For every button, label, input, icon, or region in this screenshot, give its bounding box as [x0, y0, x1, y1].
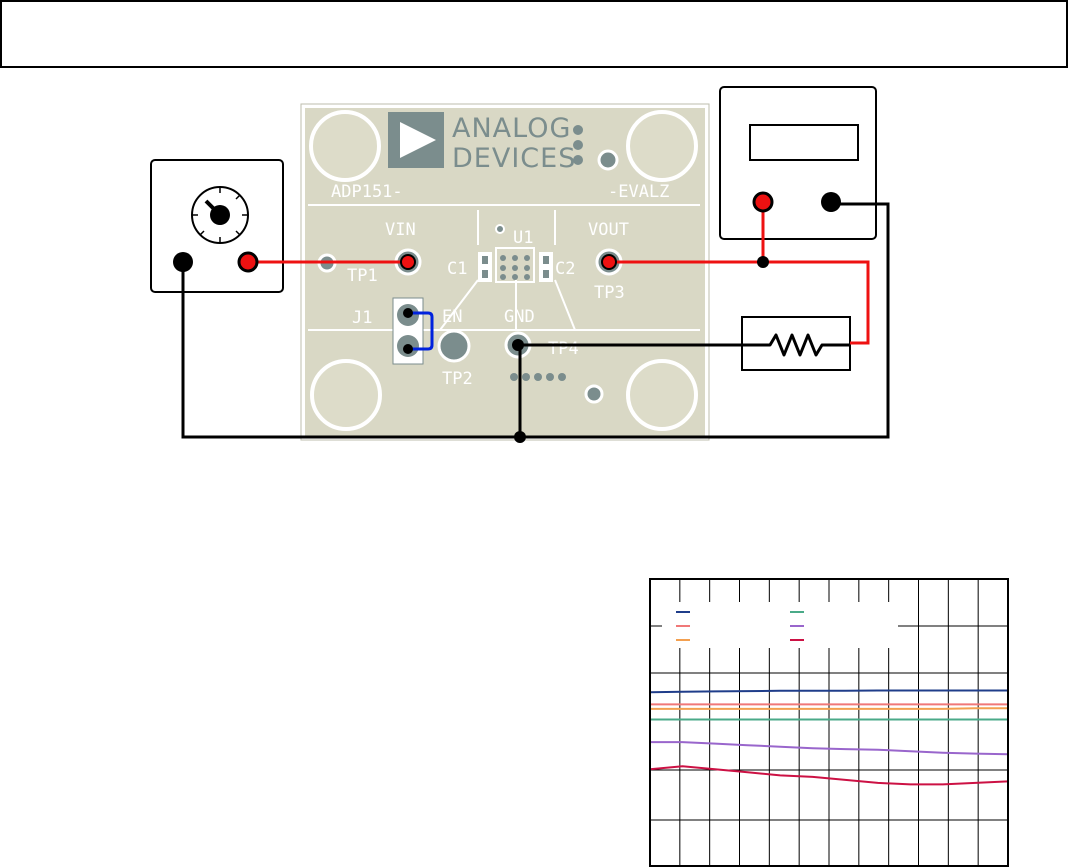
meter-ground-terminal[interactable] — [821, 192, 841, 212]
part-number-suffix: -EVALZ — [608, 182, 669, 202]
via-bottom-right — [584, 384, 604, 404]
label-tp1: TP1 — [347, 266, 378, 286]
logo-dot-3 — [573, 155, 583, 165]
via-row-1 — [510, 373, 518, 381]
header-bar — [0, 0, 1068, 68]
voltmeter — [719, 86, 877, 240]
logo-dot-2 — [573, 140, 583, 150]
label-c2: C2 — [555, 259, 575, 279]
mounting-hole-top-right — [626, 110, 698, 182]
chart-legend — [662, 602, 898, 648]
voltmeter-display — [749, 124, 859, 161]
mounting-hole-bottom-left — [310, 359, 382, 431]
resistor-zigzag-icon — [742, 333, 850, 357]
load-resistor — [741, 316, 851, 371]
node-vin — [400, 254, 416, 270]
chart-legend-box — [662, 602, 898, 648]
chart-series-line-5 — [650, 741, 1009, 756]
label-c1: C1 — [447, 259, 467, 279]
supply-ground-terminal[interactable] — [173, 252, 193, 272]
node-jumper-top — [403, 308, 413, 318]
node-jumper-bottom — [403, 344, 413, 354]
chart-frame — [649, 578, 1009, 867]
power-supply-knob-pointer — [204, 199, 222, 217]
node-ground-junction — [514, 431, 526, 443]
wire-vout-to-load — [609, 260, 870, 345]
label-tp4: TP4 — [548, 339, 579, 359]
node-tp4 — [512, 339, 524, 351]
chart-series-line-1 — [649, 689, 1008, 694]
power-supply — [150, 159, 284, 293]
power-supply-dial-ticks — [192, 187, 248, 243]
eval-board: ANALOG DEVICES ADP151- -EVALZ VIN TP1 C1… — [300, 103, 710, 441]
meter-positive-terminal[interactable] — [752, 191, 774, 213]
mounting-hole-top-left — [309, 110, 381, 182]
via-row-2 — [522, 373, 530, 381]
label-u1: U1 — [513, 228, 533, 248]
label-en: EN — [442, 307, 462, 327]
label-tp2: TP2 — [442, 369, 473, 389]
via-top — [597, 149, 619, 171]
logo-triangle-icon — [400, 122, 436, 158]
test-point-tp2 — [437, 329, 471, 363]
label-j1: J1 — [352, 308, 372, 328]
via-u1 — [495, 224, 505, 234]
node-vout — [601, 254, 617, 270]
jumper-j1-link — [408, 311, 434, 351]
voltmeter-box — [719, 86, 877, 240]
logo-line1: ANALOG — [452, 113, 571, 144]
label-vin: VIN — [385, 220, 416, 240]
wire-supply-ground — [181, 202, 890, 439]
logo-dot-1 — [573, 125, 583, 135]
mounting-hole-bottom-right — [626, 359, 698, 431]
via-row-4 — [546, 373, 554, 381]
chart-series-group — [649, 689, 1009, 786]
via-row-3 — [534, 373, 542, 381]
node-meter-junction — [757, 256, 769, 268]
part-number-prefix: ADP151- — [331, 182, 403, 202]
silk-center-trace — [439, 210, 576, 331]
label-tp3: TP3 — [594, 283, 625, 303]
performance-chart — [649, 578, 1009, 867]
label-gnd: GND — [504, 307, 535, 327]
chart-series-line-6 — [649, 765, 1009, 786]
label-vout: VOUT — [588, 220, 629, 240]
supply-positive-terminal[interactable] — [237, 251, 259, 273]
via-row-5 — [558, 373, 566, 381]
chart-series-line-3 — [650, 707, 1008, 710]
logo-line2: DEVICES — [452, 143, 576, 174]
regulator-chip-u1 — [478, 247, 553, 283]
